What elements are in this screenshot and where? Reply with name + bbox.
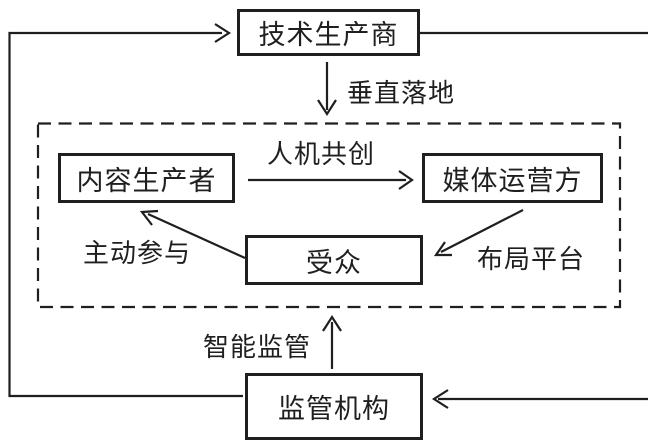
edge-label-vertical-landing: 垂直落地 [347,79,456,108]
edge-label-platform-layout: 布局平台 [477,245,586,274]
arrowhead-right-icon [214,23,232,43]
arrowhead-right-icon [398,170,414,190]
node-tech-producer: 技术生产商 [237,9,420,56]
node-content-producer: 内容生产者 [58,153,235,203]
arrow-human-machine-cocreation [248,170,414,190]
arrowhead-down-icon [317,99,337,117]
arrowhead-up-left-icon [139,209,159,226]
node-regulator: 监管机构 [245,373,423,440]
node-media-operator: 媒体运营方 [422,153,603,203]
arrow-vertical-landing [317,62,337,117]
node-audience: 受众 [245,235,423,285]
arrow-active-participation [139,209,246,260]
arrowhead-up-icon [322,314,342,332]
arrow-platform-layout [433,209,524,257]
edge-label-human-machine-cocreation: 人机共创 [267,140,376,169]
dashed-boundary-box [36,122,622,309]
arrow-intelligent-supervision [322,314,342,369]
arrow-regulator-to-tech-producer [8,23,243,398]
arrowhead-down-left-icon [433,241,452,257]
arrow-tech-producer-to-regulator [420,31,648,409]
edge-label-intelligent-supervision: 智能监管 [203,333,312,362]
arrowhead-left-icon [431,389,449,409]
edge-label-active-participation: 主动参与 [83,239,192,268]
